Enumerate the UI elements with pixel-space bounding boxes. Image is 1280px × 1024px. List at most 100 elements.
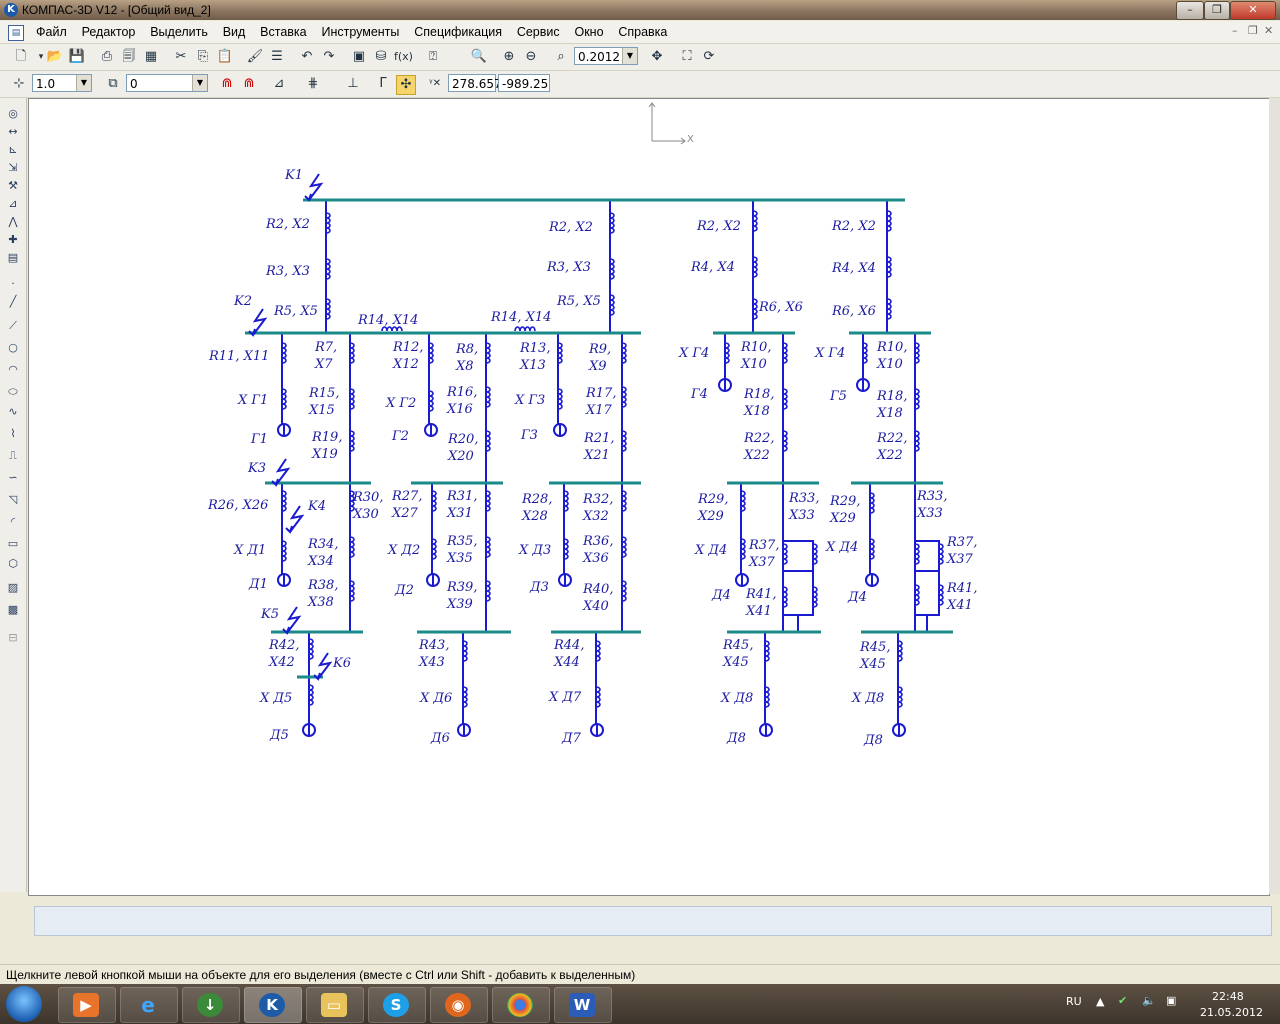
print-icon[interactable]: ⎙ xyxy=(101,49,113,64)
cut-icon[interactable]: ✂ xyxy=(175,49,187,64)
menu-edit[interactable]: Редактор xyxy=(81,25,136,39)
ortho-mode-icon[interactable]: Γ xyxy=(379,76,387,91)
paste-icon[interactable]: 📋 xyxy=(216,49,234,64)
help-pointer-icon[interactable]: ⍰ xyxy=(429,49,437,64)
snap-toggle-icon[interactable]: ✣ xyxy=(396,75,416,95)
select-icon[interactable]: ⋀ xyxy=(8,215,18,228)
open-icon[interactable]: 📂 xyxy=(46,49,64,64)
task-firefox[interactable]: ◉ xyxy=(430,987,488,1023)
language-indicator[interactable]: RU xyxy=(1066,995,1082,1008)
grid-icon[interactable]: ⋕ xyxy=(307,76,319,91)
menu-specification[interactable]: Спецификация xyxy=(414,25,502,39)
line-scale-combo[interactable]: 1.0 ▼ xyxy=(32,74,92,92)
parametrization-icon[interactable]: ⚒ xyxy=(8,179,18,192)
measure-icon[interactable]: ⊿ xyxy=(8,197,18,210)
reports-icon[interactable]: ▤ xyxy=(7,251,19,264)
ellipse-icon[interactable]: ⬭ xyxy=(8,385,18,398)
task-chrome[interactable] xyxy=(492,987,550,1023)
menu-view[interactable]: Вид xyxy=(222,25,246,39)
new-dropdown-icon[interactable]: ▾ xyxy=(38,52,44,62)
menu-insert[interactable]: Вставка xyxy=(260,25,307,39)
library-icon[interactable]: ⛁ xyxy=(375,49,387,64)
redo-icon[interactable]: ↷ xyxy=(323,49,335,64)
spline-icon[interactable]: ∿ xyxy=(8,405,18,418)
format-brush-icon[interactable]: 🖌 xyxy=(246,49,264,64)
circle-icon[interactable]: ○ xyxy=(8,341,18,354)
task-word[interactable]: W xyxy=(554,987,612,1023)
task-download[interactable]: ↓ xyxy=(182,987,240,1023)
volume-icon[interactable]: 🔈 xyxy=(1142,994,1156,1007)
task-internet-explorer[interactable]: e xyxy=(120,987,178,1023)
equidistant-icon[interactable]: ⊟ xyxy=(8,631,18,644)
page-setup-icon[interactable]: ▦ xyxy=(144,49,158,64)
local-cs-icon[interactable]: ⊥ xyxy=(347,76,359,91)
document-icon[interactable]: ▤ xyxy=(8,25,24,41)
arc-icon[interactable]: ◠ xyxy=(8,363,18,376)
aux-line-icon[interactable]: ╱ xyxy=(9,295,17,308)
menu-service[interactable]: Сервис xyxy=(516,25,560,39)
segment-icon[interactable]: ⟋ xyxy=(9,319,17,332)
task-skype[interactable]: S xyxy=(368,987,426,1023)
doc-restore-icon[interactable]: ❐ xyxy=(1248,24,1258,37)
snap-magnet-icon[interactable]: ⋒ xyxy=(221,76,233,91)
network-icon[interactable]: ▣ xyxy=(1166,994,1177,1007)
spec-icon[interactable]: ✚ xyxy=(8,233,18,246)
clock-time[interactable]: 22:48 xyxy=(1212,990,1244,1003)
tray-check-icon[interactable]: ✔ xyxy=(1118,994,1128,1007)
menu-window[interactable]: Окно xyxy=(574,25,604,39)
editing-icon[interactable]: ⇲ xyxy=(8,161,18,174)
step-cursor-icon[interactable]: ⊹ xyxy=(13,76,25,91)
task-media-player[interactable]: ▶ xyxy=(58,987,116,1023)
local-snap-icon[interactable]: ⋒ xyxy=(243,76,255,91)
layer-combo[interactable]: 0 ▼ xyxy=(126,74,208,92)
save-icon[interactable]: 💾 xyxy=(68,49,86,64)
zoom-out-icon[interactable]: ⊖ xyxy=(525,49,537,64)
polygon-icon[interactable]: ⬡ xyxy=(8,557,18,570)
undo-icon[interactable]: ↶ xyxy=(301,49,313,64)
variables-icon[interactable]: f(x) xyxy=(394,50,413,63)
ortho-icon[interactable]: ⊿ xyxy=(273,76,285,91)
chevron-down-icon[interactable]: ▼ xyxy=(622,48,637,64)
print-preview-icon[interactable]: 🗐 xyxy=(122,49,136,64)
start-button[interactable] xyxy=(6,986,42,1022)
coord-y-field[interactable]: -989.25 xyxy=(498,74,550,92)
point-icon[interactable]: · xyxy=(11,277,15,290)
fillet-icon[interactable]: ◜ xyxy=(10,515,16,528)
tray-arrow-icon[interactable]: ▲ xyxy=(1096,995,1105,1008)
rectangle-icon[interactable]: ▭ xyxy=(7,537,19,550)
zoom-in-icon[interactable]: ⊕ xyxy=(503,49,515,64)
refresh-icon[interactable]: ⟳ xyxy=(703,49,715,64)
fill-icon[interactable]: ▩ xyxy=(7,603,19,616)
dimensions-icon[interactable]: ↔ xyxy=(8,125,18,138)
zoom-combo[interactable]: 0.2012 ▼ xyxy=(574,47,638,65)
geometry-icon[interactable]: ◎ xyxy=(8,107,18,120)
chamfer-icon[interactable]: ◹ xyxy=(8,493,18,506)
bezier-icon[interactable]: ∽ xyxy=(8,471,18,484)
properties-icon[interactable]: ☰ xyxy=(271,49,283,64)
hatch-icon[interactable]: ▨ xyxy=(7,581,19,594)
minimize-button[interactable]: – xyxy=(1176,1,1204,20)
zoom-scale-icon[interactable]: ⌕ xyxy=(557,49,565,64)
menu-help[interactable]: Справка xyxy=(618,25,668,39)
task-explorer[interactable]: ▭ xyxy=(306,987,364,1023)
chevron-down-icon[interactable]: ▼ xyxy=(192,75,207,91)
zoom-window-icon[interactable]: 🔍 xyxy=(470,49,488,64)
chevron-down-icon[interactable]: ▼ xyxy=(76,75,91,91)
new-document-icon[interactable]: 🗋 xyxy=(15,49,27,64)
task-kompas[interactable]: K xyxy=(244,987,302,1023)
show-all-icon[interactable]: ⛶ xyxy=(682,49,692,64)
menu-file[interactable]: Файл xyxy=(36,25,67,39)
contour-icon[interactable]: ⎍ xyxy=(9,449,17,462)
menu-tools[interactable]: Инструменты xyxy=(321,25,400,39)
maximize-button[interactable]: ❐ xyxy=(1204,1,1230,20)
copy-icon[interactable]: ⎘ xyxy=(197,49,209,64)
menu-select[interactable]: Выделить xyxy=(150,25,208,39)
layers-icon[interactable]: ⧉ xyxy=(108,76,118,91)
coord-x-field[interactable]: 278.657 xyxy=(448,74,502,92)
close-button[interactable]: ✕ xyxy=(1230,1,1276,20)
manager-icon[interactable]: ▣ xyxy=(352,49,366,64)
pan-icon[interactable]: ✥ xyxy=(651,49,663,64)
polyline-icon[interactable]: ⌇ xyxy=(10,427,16,440)
vertical-scrollbar[interactable] xyxy=(1269,98,1280,894)
